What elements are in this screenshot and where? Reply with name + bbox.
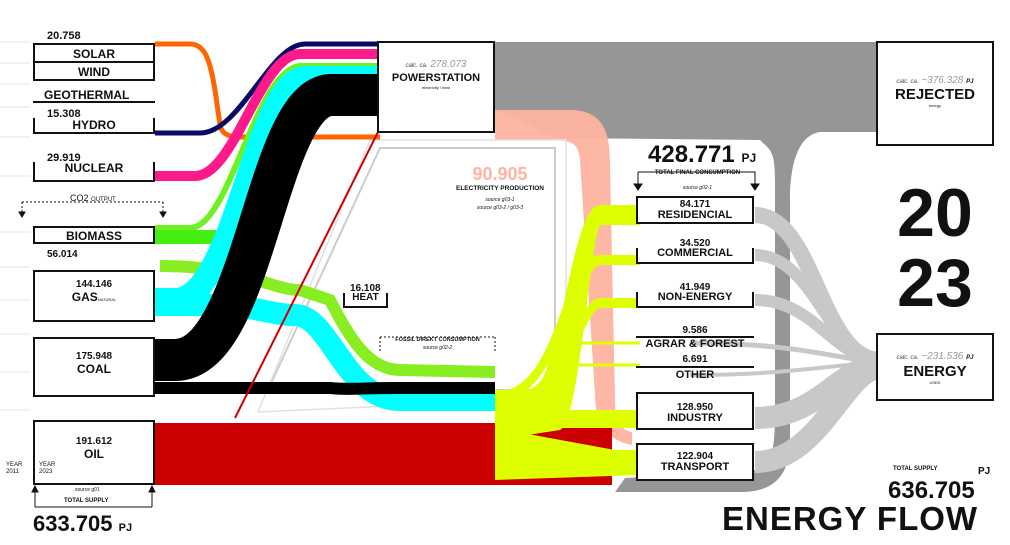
gas-value: 144.146 bbox=[75, 279, 113, 290]
gas-box: 144.146 GASNATURAL bbox=[33, 270, 155, 322]
rejected-calc: calc. ca. ~376.328 PJ bbox=[896, 75, 974, 86]
tfc-source: source g02-1 bbox=[682, 185, 713, 191]
powerstation-sub: electricity / heat bbox=[422, 85, 450, 90]
gas-label: GASNATURAL bbox=[71, 290, 117, 304]
rejected-sub: energy bbox=[928, 103, 942, 108]
tfc-label: TOTAL FINAL CONSUMPTION bbox=[654, 170, 741, 176]
nuclear-label: NUCLEAR bbox=[64, 161, 124, 175]
powerstation-calc: calc. ca. 278.073 bbox=[405, 59, 467, 70]
agrar-label: AGRAR & FOREST bbox=[645, 338, 745, 350]
co2-sub: OUTPUT bbox=[91, 197, 116, 203]
energy-used-label: ENERGY bbox=[903, 363, 967, 380]
co2-label: CO2 OUTPUT bbox=[70, 193, 116, 203]
gas-sub: NATURAL bbox=[97, 297, 117, 302]
year-2011-label: YEAR 2011 bbox=[6, 462, 23, 475]
other-label: OTHER bbox=[675, 369, 715, 381]
year-line-1: 20 bbox=[897, 175, 973, 251]
transport-value: 122.904 bbox=[676, 451, 714, 462]
coal-box: 175.948 COAL bbox=[33, 337, 155, 397]
hydro-value: 15.308 bbox=[47, 108, 81, 120]
year-2023-label: YEAR 2023 bbox=[39, 462, 56, 475]
oil-value: 191.612 bbox=[75, 436, 113, 447]
commercial-box: COMMERCIAL bbox=[636, 247, 754, 264]
industry-value: 128.950 bbox=[676, 402, 714, 413]
right-total-label: TOTAL SUPPLY bbox=[893, 466, 938, 472]
electricity-value: 90.905 bbox=[472, 164, 528, 184]
solar-box: SOLAR bbox=[33, 43, 155, 63]
transport-box: 122.904 TRANSPORT bbox=[636, 443, 754, 481]
electricity-label: ELECTRICITY PRODUCTION bbox=[456, 185, 544, 192]
heat-label: HEAT bbox=[352, 292, 379, 303]
commercial-value: 34.520 bbox=[679, 238, 711, 249]
right-total: 636.705 bbox=[888, 477, 975, 504]
rejected-label: REJECTED bbox=[894, 86, 976, 103]
oil-label: OIL bbox=[84, 447, 104, 461]
non-energy-value: 41.949 bbox=[679, 282, 711, 293]
supply-source: source g01 bbox=[75, 487, 100, 493]
guide-lines bbox=[0, 41, 30, 411]
solar-label: SOLAR bbox=[73, 47, 115, 61]
non-energy-box: NON-ENERGY bbox=[636, 291, 754, 308]
left-total-label: TOTAL SUPPLY bbox=[64, 498, 109, 504]
residencial-value: 84.171 bbox=[679, 199, 711, 210]
nuclear-value: 29.919 bbox=[47, 152, 81, 164]
headline: ENERGY FLOW bbox=[722, 500, 979, 537]
powerstation-box: calc. ca. 278.073 POWERSTATION electrici… bbox=[377, 41, 495, 133]
powerstation-label: POWERSTATION bbox=[391, 72, 481, 84]
residencial-label: RESIDENCIAL bbox=[657, 209, 733, 221]
coal-flow bbox=[155, 74, 380, 381]
right-total-unit: PJ bbox=[978, 466, 991, 477]
year-line-2: 23 bbox=[897, 245, 973, 321]
heat-box: HEAT bbox=[343, 292, 388, 308]
solar-value: 20.758 bbox=[47, 30, 81, 42]
residencial-box: 84.171 RESIDENCIAL bbox=[636, 196, 754, 224]
oil-flow bbox=[155, 423, 495, 485]
rejected-flow bbox=[495, 42, 880, 492]
wind-label: WIND bbox=[78, 65, 110, 79]
left-total: 633.705 PJ bbox=[33, 511, 133, 536]
rejected-box: calc. ca. ~376.328 PJ REJECTED energy bbox=[876, 41, 994, 146]
biomass-label: BIOMASS bbox=[65, 229, 122, 243]
nuclear-flow bbox=[155, 49, 380, 181]
other-value: 6.691 bbox=[682, 354, 708, 365]
energy-used-box: calc. ca. ~231.536 PJ ENERGY USED bbox=[876, 333, 994, 401]
biomass-value: 56.014 bbox=[47, 249, 78, 260]
arrows bbox=[18, 171, 760, 508]
industry-box: 128.950 INDUSTRY bbox=[636, 392, 754, 430]
transport-label: TRANSPORT bbox=[660, 461, 730, 473]
oil-box: 191.612 OIL YEAR 2023 bbox=[33, 420, 155, 485]
agrar-value: 9.586 bbox=[682, 325, 708, 336]
energy-used-calc: calc. ca. ~231.536 PJ bbox=[896, 351, 974, 362]
energy-used-flows bbox=[689, 207, 882, 473]
non-energy-label: NON-ENERGY bbox=[657, 291, 733, 303]
tfc-unit: PJ bbox=[741, 151, 757, 165]
biomass-box: BIOMASS bbox=[33, 226, 155, 244]
heat-value: 16.108 bbox=[350, 283, 381, 294]
coal-value: 175.948 bbox=[75, 351, 113, 362]
electricity-source-1: source g03-1 bbox=[485, 197, 515, 203]
hydro-flow bbox=[155, 41, 380, 136]
biomass-flow bbox=[155, 63, 380, 231]
hydro-box: HYDRO bbox=[33, 118, 155, 134]
coal-label: COAL bbox=[77, 362, 111, 376]
commercial-label: COMMERCIAL bbox=[657, 247, 733, 259]
left-total-unit: PJ bbox=[118, 522, 133, 534]
energy-used-sub: USED bbox=[929, 380, 941, 385]
tfc-total: 428.771 PJ bbox=[648, 141, 757, 168]
wind-box: WIND bbox=[33, 61, 155, 81]
nuclear-box: NUCLEAR bbox=[33, 161, 155, 182]
fossil-source: source g02-2 bbox=[422, 345, 453, 351]
fossil-label: FOSSIL DIREKT CONSUMPTION bbox=[395, 337, 480, 343]
industry-label: INDUSTRY bbox=[667, 412, 723, 424]
geothermal-label: GEOTHERMAL bbox=[44, 88, 130, 102]
electricity-flow bbox=[495, 110, 632, 445]
hydro-label: HYDRO bbox=[72, 118, 116, 132]
electricity-source-2: source g03-2 / g03-3 bbox=[476, 205, 524, 211]
